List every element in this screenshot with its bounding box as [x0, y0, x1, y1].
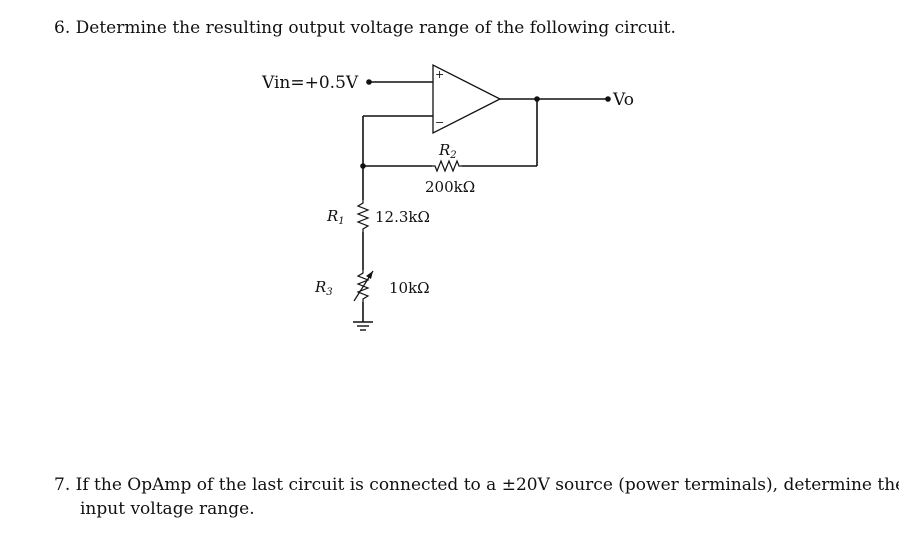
- r1-name: R: [326, 207, 338, 225]
- opamp-minus-sign: −: [435, 116, 444, 129]
- r1-sub: 1: [338, 216, 344, 227]
- question-7-line-2: input voltage range.: [80, 499, 255, 519]
- vin-terminal-dot: [366, 79, 372, 85]
- question-7-line-1: If the OpAmp of the last circuit is conn…: [75, 475, 899, 495]
- vo-terminal-dot: [605, 96, 611, 102]
- r2-label: R2: [438, 141, 457, 161]
- r2-resistor: [432, 159, 462, 173]
- vin-label: Vin=+0.5V: [261, 73, 359, 93]
- r3-value: 10kΩ: [389, 279, 430, 297]
- output-junction-dot: [534, 96, 540, 102]
- question-6-number: 6.: [54, 18, 71, 38]
- r1-resistor: [356, 200, 370, 232]
- vo-label: Vo: [612, 90, 634, 110]
- r2-sub: 2: [449, 150, 456, 161]
- r2-name: R: [438, 141, 450, 159]
- opamp-symbol: [432, 63, 502, 135]
- feedback-junction-dot: [360, 163, 366, 169]
- r3-label: R3: [314, 278, 333, 298]
- question-6: 6. Determine the resulting output voltag…: [54, 16, 676, 40]
- r3-sub: 3: [326, 287, 332, 298]
- question-7-number: 7.: [54, 475, 71, 495]
- r1-label: R1: [326, 207, 345, 227]
- r1-value: 12.3kΩ: [375, 208, 430, 226]
- opamp-plus-sign: +: [435, 68, 444, 81]
- r3-name: R: [314, 278, 326, 296]
- r3-arrow-head: [366, 271, 373, 279]
- question-7: 7. If the OpAmp of the last circuit is c…: [54, 473, 899, 521]
- r2-value: 200kΩ: [425, 178, 475, 196]
- question-6-text: Determine the resulting output voltage r…: [75, 18, 676, 38]
